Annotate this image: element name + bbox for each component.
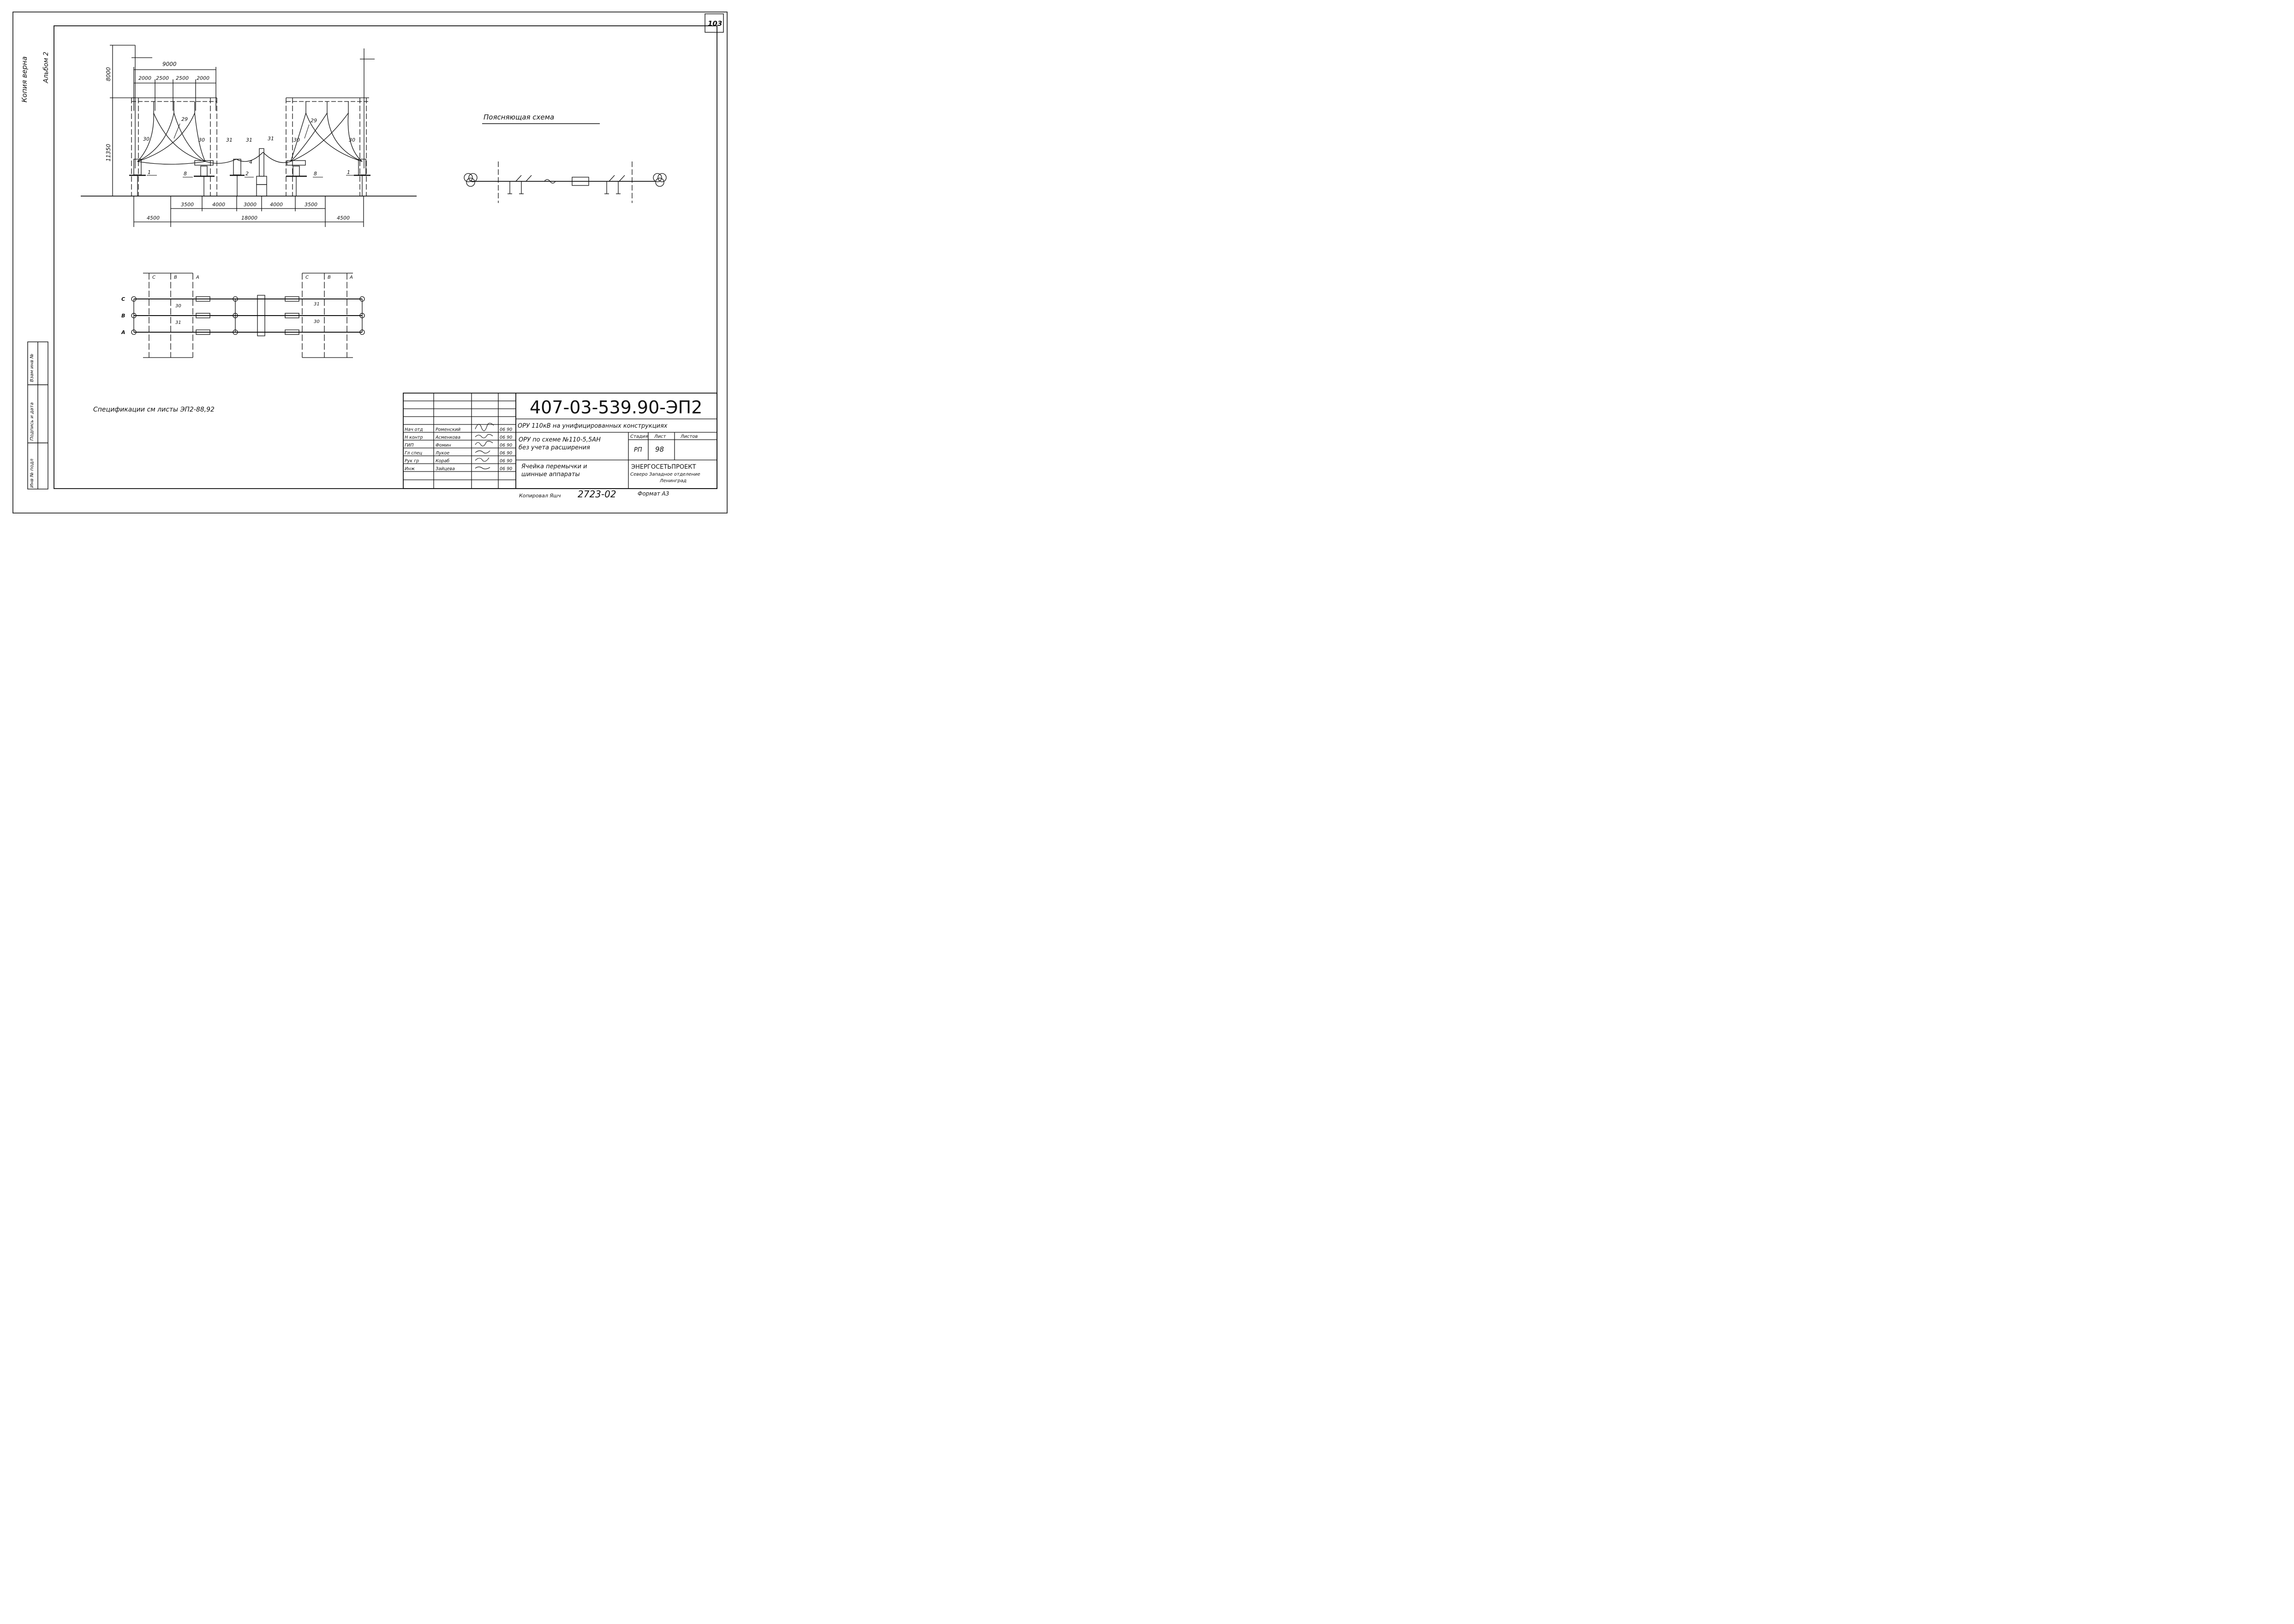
dim-top-4: 2000: [197, 75, 209, 81]
plan-axis-c-left: C: [152, 275, 155, 280]
sig-name-3: Фомин: [436, 443, 451, 448]
dim-bottom-2: 4000: [212, 202, 225, 208]
scheme-title: Поясняющая схема: [484, 113, 554, 121]
sig-name-6: Зайцева: [436, 466, 455, 472]
plan-callout-31-left: 31: [175, 320, 181, 325]
sig-date-5: 06 90: [500, 459, 512, 464]
callout-8-right: 8: [314, 171, 317, 177]
scheme-line-1: ОРУ по схеме №110-5,5АН: [519, 436, 601, 443]
plan-phase-c: C: [121, 296, 125, 302]
dim-top-overall: 9000: [162, 61, 177, 67]
sig-name-2: Асменкова: [435, 435, 460, 440]
callout-30-b: 30: [198, 137, 205, 143]
dim-height-top: 8000: [105, 67, 112, 81]
drawing-sheet: 103: [12, 12, 728, 513]
callout-31-a: 31: [226, 137, 233, 143]
organization-name: ЭНЕРГОСЕТЬПРОЕКТ: [631, 464, 696, 471]
plan-phase-b: B: [121, 313, 125, 319]
single-line-scheme: [464, 161, 667, 203]
sig-date-4: 06 90: [500, 451, 512, 456]
callout-2: 2: [245, 171, 249, 177]
sig-role-5: Рук гр: [405, 459, 419, 464]
sig-name-4: Лукое: [435, 451, 449, 456]
sheet-number: 103: [708, 19, 722, 28]
signature-scribbles: [475, 423, 494, 470]
paper-format: Формат А3: [638, 490, 669, 497]
sheet-number-box: [705, 13, 724, 33]
spec-note: Спецификации см листы ЭП2-88,92: [93, 406, 215, 413]
callout-30-c: 30: [293, 137, 300, 143]
copied-by: Копировал Яшч: [519, 493, 561, 499]
stage-value: РП: [634, 447, 642, 454]
sheets-header: Листов: [680, 434, 698, 439]
outer-frame: [12, 12, 728, 513]
sig-role-2: Н контр: [405, 435, 423, 440]
archive-number: 2723-02: [578, 489, 616, 500]
dim-top-3: 2500: [176, 75, 189, 81]
sheet-title-1: Ячейка перемычки и: [521, 463, 587, 470]
sig-role-3: ГИП: [405, 443, 414, 448]
dim-bottom-8: 4500: [337, 215, 350, 221]
callout-8-left: 8: [184, 171, 187, 177]
callout-30-a: 30: [143, 136, 149, 142]
plan-phase-a: A: [121, 329, 125, 335]
copy-note: Копия верна: [20, 56, 29, 102]
sig-date-6: 06 90: [500, 466, 512, 472]
sig-role-1: Нач отд: [405, 427, 423, 432]
sig-role-4: Гл спец: [405, 451, 422, 456]
sig-name-1: Роменский: [436, 427, 460, 432]
document-code: 407-03-539.90-ЭП2: [530, 397, 702, 418]
inner-frame: [54, 25, 717, 489]
dim-top-2: 2500: [156, 75, 169, 81]
sig-name-5: Кораб: [436, 459, 449, 464]
dim-bottom-6: 4500: [147, 215, 160, 221]
plan-callout-30-right: 30: [314, 319, 320, 324]
callout-1-left: 1: [148, 169, 151, 175]
dim-height-main: 11350: [105, 143, 112, 161]
callout-31-b: 31: [246, 137, 252, 143]
plan-callout-30-left: 30: [175, 304, 181, 309]
dim-bottom-5: 3500: [305, 202, 317, 208]
sig-role-6: Инж: [405, 466, 415, 472]
callout-29-left: 29: [181, 116, 188, 122]
callout-1-right: 1: [347, 169, 350, 175]
organization-branch: Северо Западное отделение: [630, 472, 700, 477]
dim-top-1: 2000: [138, 75, 151, 81]
dim-bottom-4: 4000: [270, 202, 283, 208]
dim-bottom-7: 18000: [241, 215, 257, 221]
plan-axis-a-right: A: [349, 275, 353, 280]
sig-date-3: 06 90: [500, 443, 512, 448]
dim-bottom-3: 3000: [244, 202, 257, 208]
scheme-line-2: без учета расширения: [519, 444, 590, 451]
sheet-title-2: шинные аппараты: [521, 471, 580, 478]
callout-29-right: 29: [311, 118, 317, 124]
stamp-label-inventory: Инв № подл: [30, 459, 35, 488]
plan-callout-31-right: 31: [314, 302, 320, 307]
sig-date-2: 06 90: [500, 435, 512, 440]
callout-31-c: 31: [268, 136, 274, 142]
callout-4: 4: [249, 159, 252, 165]
album-label: Альбом 2: [42, 52, 50, 83]
plan-axis-b-right: B: [328, 275, 331, 280]
stage-header: Стадия: [630, 434, 648, 439]
callout-30-d: 30: [349, 137, 355, 143]
stamp-label-replacement: Взам инв №: [30, 353, 35, 382]
dim-bottom-1: 3500: [181, 202, 194, 208]
sheet-value: 98: [655, 445, 664, 454]
project-title: ОРУ 110кВ на унифицированных конструкция…: [518, 423, 668, 430]
plan-axis-b-left: B: [174, 275, 177, 280]
side-stamp: [27, 341, 48, 490]
sig-date-1: 06 90: [500, 427, 512, 432]
elevation-view: [81, 45, 417, 227]
stamp-label-signature: Подпись и дата: [30, 402, 35, 441]
plan-view: [131, 273, 365, 358]
sheet-header: Лист: [654, 434, 667, 439]
plan-axis-a-left: A: [196, 275, 199, 280]
plan-axis-c-right: C: [305, 275, 309, 280]
title-block-grid: [403, 393, 717, 489]
organization-city: Ленинград: [659, 478, 687, 484]
